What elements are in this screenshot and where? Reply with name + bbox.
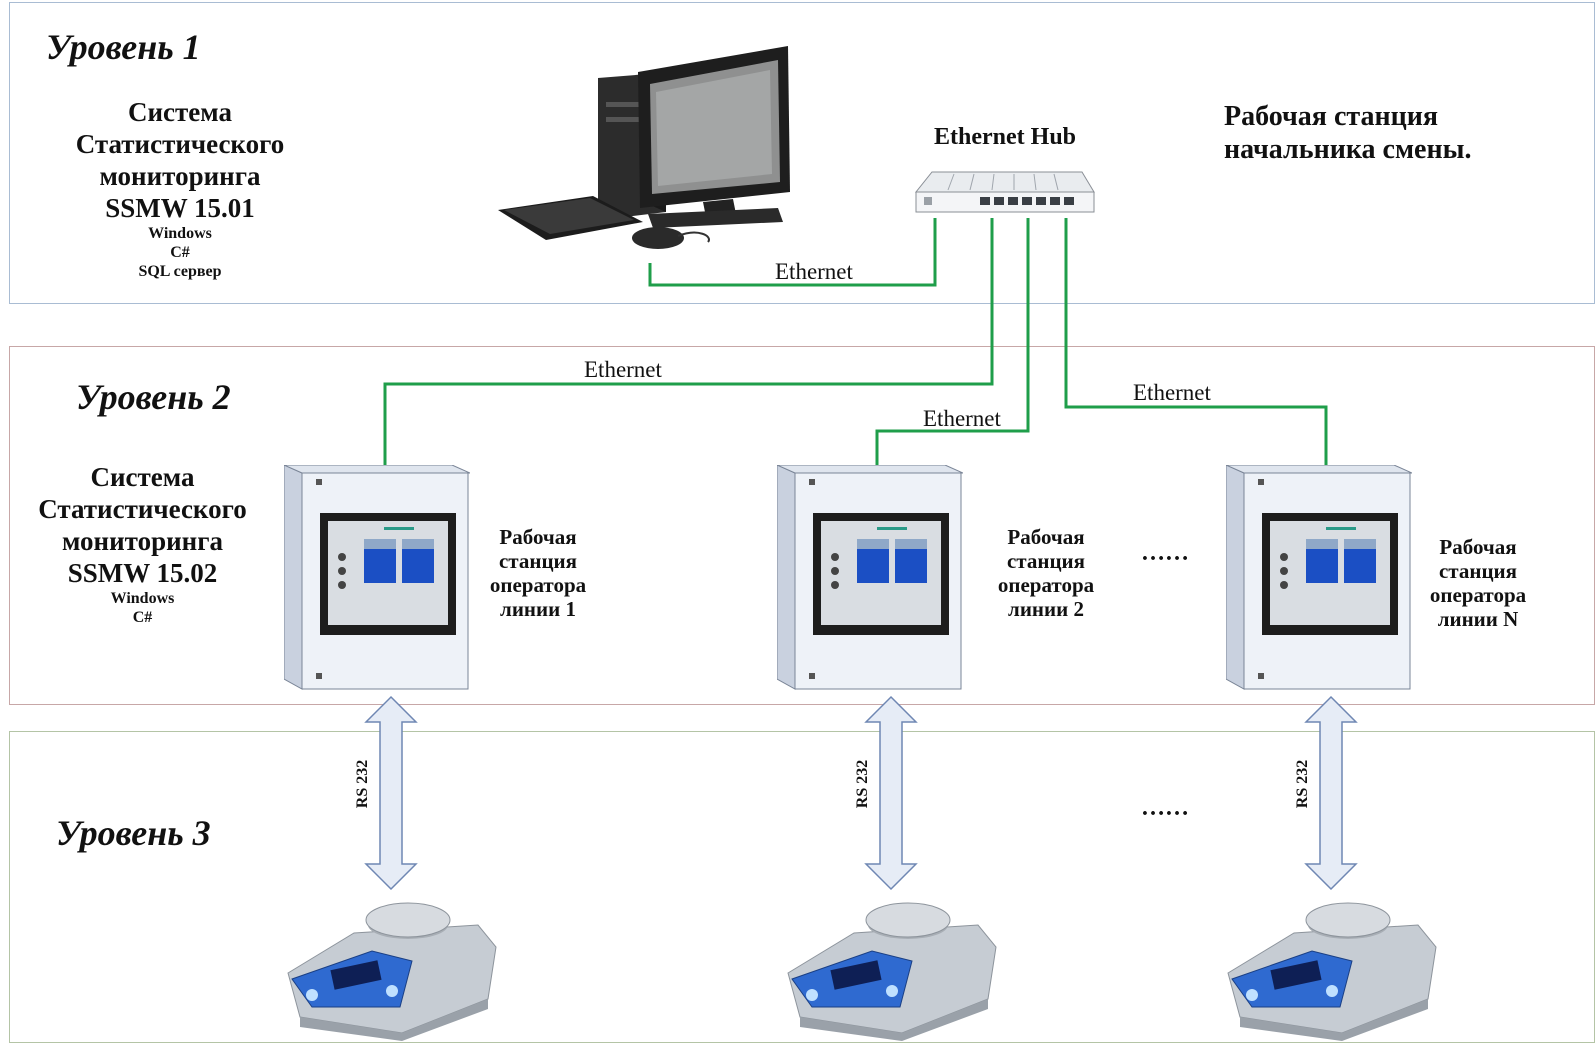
rs232-double-arrow [364,695,418,891]
system-2-line: мониторинга [62,526,223,556]
operator-label-line: станция [1006,549,1086,573]
operator-panel-icon [777,465,963,690]
ellipsis-level-2: …… [1141,540,1189,566]
operator-label-line: линии N [1437,607,1519,631]
system-1-detail: SQL сервер [138,263,222,280]
system-1-block: Система Статистического мониторинга SSMW… [30,96,330,281]
rs232-label: RS 232 [354,759,371,809]
operator-label-line: станция [498,549,578,573]
operator-label-line: линии 2 [1008,597,1084,621]
system-2-block: Система Статистического мониторинга SSMW… [10,461,275,627]
wire-hub-op2 [875,218,1030,466]
weighing-scale-icon [287,902,497,1041]
rs232-double-arrow [864,695,918,891]
ethernet-label: Ethernet [923,406,1001,431]
system-2-detail: C# [132,609,153,626]
weighing-scale-icon [1227,902,1437,1041]
desktop-computer-icon [498,46,790,249]
operator-2-label: Рабочая станция оператора линии 2 [986,525,1106,621]
operator-label-line: Рабочая [1007,525,1085,549]
system-2-line: Статистического [38,494,247,524]
operator-n-label: Рабочая станция оператора линии N [1418,535,1538,631]
rs232-label: RS 232 [854,759,871,809]
level-2-title: Уровень 2 [76,377,231,417]
weighing-scale-icon [787,902,997,1041]
operator-label-line: оператора [489,573,587,597]
operator-label-line: станция [1438,559,1518,583]
ethernet-label: Ethernet [775,259,853,284]
system-1-line: мониторинга [99,161,261,191]
operator-label-line: Рабочая [499,525,577,549]
level-2-frame [9,346,1595,705]
rs232-double-arrow [1304,695,1358,891]
operator-label-line: оператора [997,573,1095,597]
system-2-line: Система [90,462,195,492]
supervisor-workstation-label: Рабочая станция начальника смены. [1224,100,1471,166]
operator-label-line: оператора [1429,583,1527,607]
operator-label-line: линии 1 [500,597,576,621]
system-2-detail: Windows [110,590,175,607]
ethernet-hub-icon [914,171,1095,213]
ethernet-label: Ethernet [584,357,662,382]
system-1-line: Статистического [75,129,285,159]
wire-pc-hub [648,218,937,287]
rs232-label: RS 232 [1294,759,1311,809]
system-2-version: SSMW 15.02 [67,558,218,588]
supervisor-workstation-line: Рабочая станция [1224,101,1439,132]
level-3-title: Уровень 3 [56,813,211,853]
supervisor-workstation-line: начальника смены. [1224,134,1472,165]
system-1-detail: C# [170,244,190,261]
operator-panel-icon [1226,465,1412,690]
wire-hub-op1 [383,218,994,466]
ethernet-hub-label: Ethernet Hub [934,124,1077,150]
ethernet-label: Ethernet [1133,380,1211,405]
system-1-detail: Windows [148,225,212,242]
operator-panel-icon [284,465,470,690]
wire-hub-opn [1064,218,1328,466]
level-1-title: Уровень 1 [46,27,201,67]
level-1-frame [9,2,1595,304]
operator-1-label: Рабочая станция оператора линии 1 [478,525,598,621]
system-1-line: Система [128,97,232,127]
operator-label-line: Рабочая [1439,535,1517,559]
ellipsis-level-3: …… [1141,795,1189,821]
level-3-frame [9,731,1595,1043]
system-1-version: SSMW 15.01 [105,193,255,223]
